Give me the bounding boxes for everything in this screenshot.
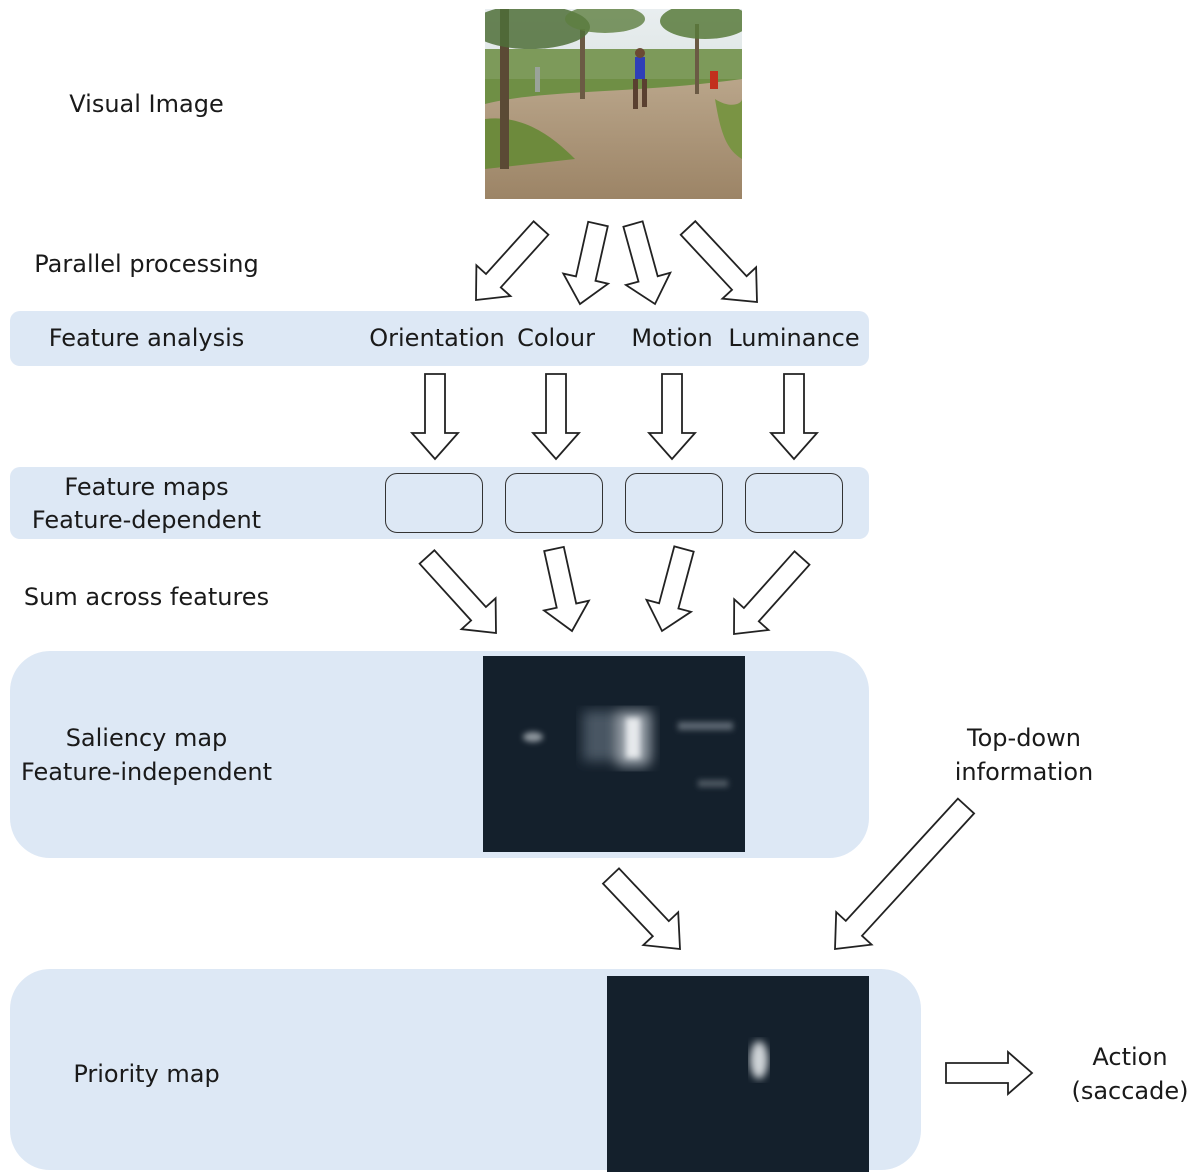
arrow-image-to-orientation: [475, 220, 550, 302]
feature-dependent-label: Feature-dependent: [31, 506, 262, 534]
saccade-label: (saccade): [1071, 1077, 1189, 1105]
feature-analysis-band: [10, 311, 869, 366]
saliency-map-label: Saliency map: [65, 724, 228, 752]
feature-independent-label: Feature-independent: [20, 758, 273, 786]
arrow-image-to-luminance: [679, 219, 758, 303]
feature-maps-label: Feature maps: [64, 473, 229, 501]
arrow-orientation-to-map: [410, 373, 460, 461]
feature-map-box-colour: [505, 473, 603, 533]
feature-orientation-label: Orientation: [369, 324, 505, 352]
action-label: Action: [1092, 1043, 1168, 1071]
arrow-saliency-to-priority: [601, 867, 681, 951]
arrow-orientation-map-to-saliency: [418, 549, 497, 635]
feature-luminance-label: Luminance: [728, 324, 860, 352]
visual-image-photo: [485, 9, 742, 199]
arrow-image-to-colour: [561, 220, 611, 306]
top-down-label: Top-down: [967, 724, 1081, 752]
arrow-colour-to-map: [531, 373, 581, 461]
arrow-image-to-motion: [622, 220, 672, 306]
arrow-motion-map-to-saliency: [644, 545, 695, 633]
priority-map-image: [607, 976, 869, 1172]
information-label: information: [954, 758, 1094, 786]
feature-colour-label: Colour: [517, 324, 595, 352]
saliency-map-image: [483, 656, 745, 852]
feature-map-box-luminance: [745, 473, 843, 533]
arrow-motion-to-map: [647, 373, 697, 461]
sum-across-features-label: Sum across features: [23, 583, 270, 611]
arrow-priority-to-action: [945, 1050, 1034, 1096]
arrow-topdown-to-priority: [834, 797, 976, 951]
feature-map-box-orientation: [385, 473, 483, 533]
feature-map-box-motion: [625, 473, 723, 533]
arrow-luminance-map-to-saliency: [733, 550, 811, 636]
arrow-luminance-to-map: [769, 373, 819, 461]
parallel-processing-label: Parallel processing: [34, 250, 259, 278]
priority-map-label: Priority map: [73, 1060, 220, 1088]
feature-motion-label: Motion: [631, 324, 713, 352]
arrow-colour-map-to-saliency: [541, 545, 591, 633]
feature-analysis-label: Feature analysis: [48, 324, 245, 352]
visual-image-label: Visual Image: [69, 90, 224, 118]
